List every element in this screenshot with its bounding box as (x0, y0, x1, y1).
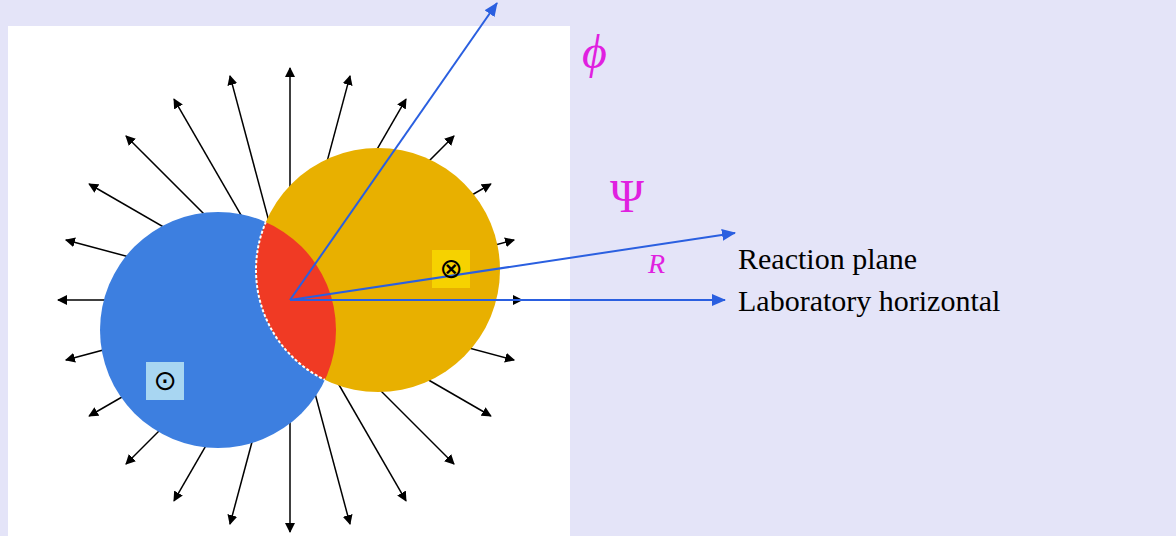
particle-direction-line (290, 3, 497, 300)
angle-subscript: R (648, 250, 665, 278)
reaction-plane-line (290, 233, 735, 300)
axis-label: Laboratory horizontal (738, 286, 1000, 316)
white-panel (8, 26, 570, 536)
axis-label: Reaction plane (738, 244, 917, 274)
horizontal-line (290, 299, 725, 301)
angle-symbol: ϕ (582, 28, 607, 76)
overlap-region (256, 148, 500, 392)
angle-symbol: Ψ (610, 174, 644, 220)
yellow-nucleus (256, 148, 500, 392)
symbol-patch (146, 362, 184, 400)
overlap-edge (256, 148, 500, 392)
target-direction-symbol: ⊗ (432, 250, 470, 288)
symbol-patch (432, 250, 470, 288)
projectile-direction-symbol: ⊙ (146, 362, 184, 400)
